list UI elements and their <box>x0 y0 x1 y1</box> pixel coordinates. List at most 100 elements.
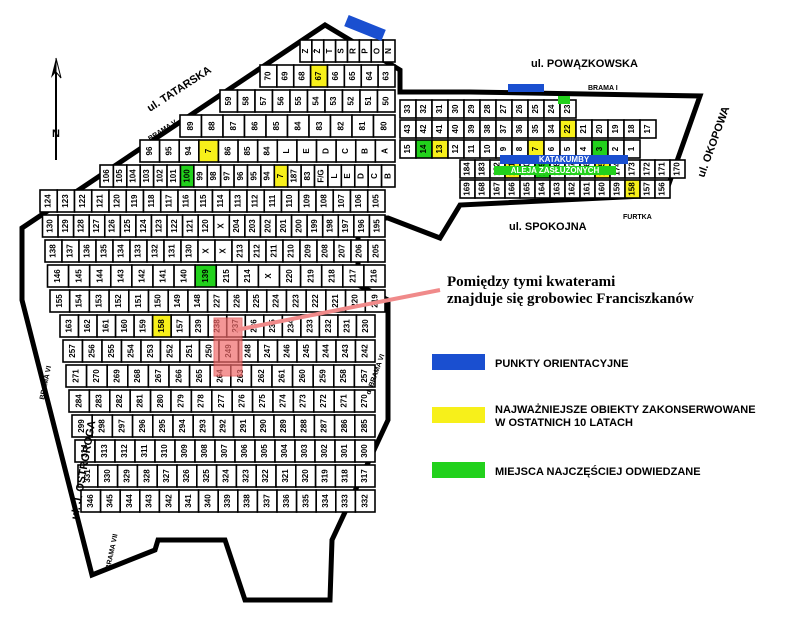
plot-number: 267 <box>154 369 163 383</box>
franciscan-tomb-highlight[interactable] <box>213 317 243 377</box>
plot-cell[interactable] <box>382 39 396 63</box>
plot-number: 157 <box>176 319 185 333</box>
plot-cell[interactable] <box>354 464 376 488</box>
plot-number: 274 <box>278 394 287 408</box>
aleja-bar[interactable] <box>494 166 616 175</box>
annotation-line-1: Pomiędzy tymi kwaterami <box>447 274 615 290</box>
gate-marker-north[interactable] <box>344 14 386 42</box>
plot-number-east: 160 <box>598 182 607 196</box>
plot-number: 127 <box>92 219 101 233</box>
plot-cell[interactable] <box>355 314 376 338</box>
plot-number: 325 <box>202 469 211 483</box>
plot-number-east: 9 <box>499 146 508 151</box>
plot-number: 343 <box>145 494 154 508</box>
plot-number: 299 <box>77 419 86 433</box>
plot-number: 121 <box>95 194 104 208</box>
plot-number: 110 <box>285 194 294 207</box>
plot-number: 97 <box>222 171 231 180</box>
plot-cell[interactable] <box>367 239 386 263</box>
plot-number: 63 <box>382 71 391 80</box>
plot-cell-east[interactable] <box>654 179 671 199</box>
plot-number: 327 <box>162 469 171 483</box>
plot-number: X <box>264 273 273 279</box>
plot-cell[interactable] <box>353 364 376 388</box>
plot-number-east: 26 <box>515 104 524 113</box>
plot-number: 130 <box>185 244 194 258</box>
plot-number: 290 <box>259 419 268 433</box>
plot-number: Ż <box>313 48 322 53</box>
plot-number: 260 <box>298 369 307 383</box>
plot-number: 112 <box>251 194 260 207</box>
plot-number: 95 <box>165 146 174 155</box>
plot-cell[interactable] <box>363 264 386 288</box>
plot-number: 115 <box>199 194 208 207</box>
plot-cell-east[interactable] <box>623 139 641 159</box>
legend-swatch-blue <box>432 354 485 370</box>
plot-cell[interactable] <box>354 439 376 463</box>
plot-number: 83 <box>315 121 324 130</box>
plot-number: E <box>302 148 311 154</box>
plot-number: 132 <box>151 244 160 258</box>
plot-number: 250 <box>204 344 213 358</box>
plot-number: 152 <box>114 294 123 308</box>
plot-number-east: 163 <box>553 182 562 196</box>
plot-cell[interactable] <box>372 114 396 138</box>
plot-cell[interactable] <box>377 64 396 88</box>
plot-cell[interactable] <box>380 164 396 188</box>
plot-number: 294 <box>178 419 187 433</box>
plot-number: 102 <box>155 169 164 183</box>
plot-cell[interactable] <box>366 189 386 213</box>
plot-number-east: 184 <box>463 162 472 176</box>
plot-number: S <box>337 48 346 54</box>
plot-cell[interactable] <box>353 414 376 438</box>
plot-number: 258 <box>339 369 348 383</box>
legend: PUNKTY ORIENTACYJNE NAJWAŻNIEJSZE OBIEKT… <box>432 354 756 478</box>
plot-number: 285 <box>360 419 369 433</box>
plot-number: 140 <box>180 269 189 283</box>
plot-number: 296 <box>138 419 147 433</box>
katakumby-label: KATAKUMBY <box>539 155 590 164</box>
gate-marker-east[interactable] <box>508 84 544 92</box>
plot-number-east: 15 <box>403 144 412 153</box>
plot-number-east: 6 <box>547 146 556 151</box>
plot-number: 265 <box>195 369 204 383</box>
plot-number: 96 <box>236 171 245 180</box>
plot-number: 329 <box>123 469 132 483</box>
plot-number: 88 <box>207 121 216 130</box>
plot-cell[interactable] <box>354 489 376 513</box>
plot-number: 322 <box>261 469 270 483</box>
plot-number: A <box>380 148 389 154</box>
plot-number-east: 7 <box>531 146 540 151</box>
plot-number: 212 <box>253 244 262 258</box>
plot-number-east: 165 <box>523 182 532 196</box>
plot-cell[interactable] <box>368 214 386 238</box>
plot-cell[interactable] <box>376 89 396 113</box>
plot-cell[interactable] <box>353 389 376 413</box>
plot-number-east: 13 <box>435 144 444 153</box>
plot-number-east: 25 <box>531 104 540 113</box>
plot-number: 221 <box>331 294 340 308</box>
katakumby-bar[interactable] <box>500 155 628 164</box>
plot-number: 231 <box>342 319 351 333</box>
plot-number: 309 <box>180 444 189 458</box>
plot-number: 286 <box>340 419 349 433</box>
plot-number: 52 <box>346 96 355 105</box>
plot-number: 67 <box>314 71 323 80</box>
plot-cell[interactable] <box>374 139 396 163</box>
plot-number: 283 <box>95 394 104 408</box>
plot-number: 335 <box>302 494 311 508</box>
plot-number: 271 <box>340 394 349 408</box>
plot-number: 65 <box>348 71 357 80</box>
plot-cell-east[interactable] <box>639 119 657 139</box>
plot-cell-east[interactable] <box>669 159 686 179</box>
plot-number: D <box>321 148 330 154</box>
plot-number: 143 <box>116 269 125 283</box>
plot-number-east: 34 <box>547 124 556 133</box>
annotation-line-2: znajduje się grobowiec Franciszkanów <box>447 291 694 307</box>
gate-marker-brama1[interactable] <box>558 96 570 104</box>
plot-cell[interactable] <box>354 339 376 363</box>
plot-number: X <box>217 223 226 229</box>
